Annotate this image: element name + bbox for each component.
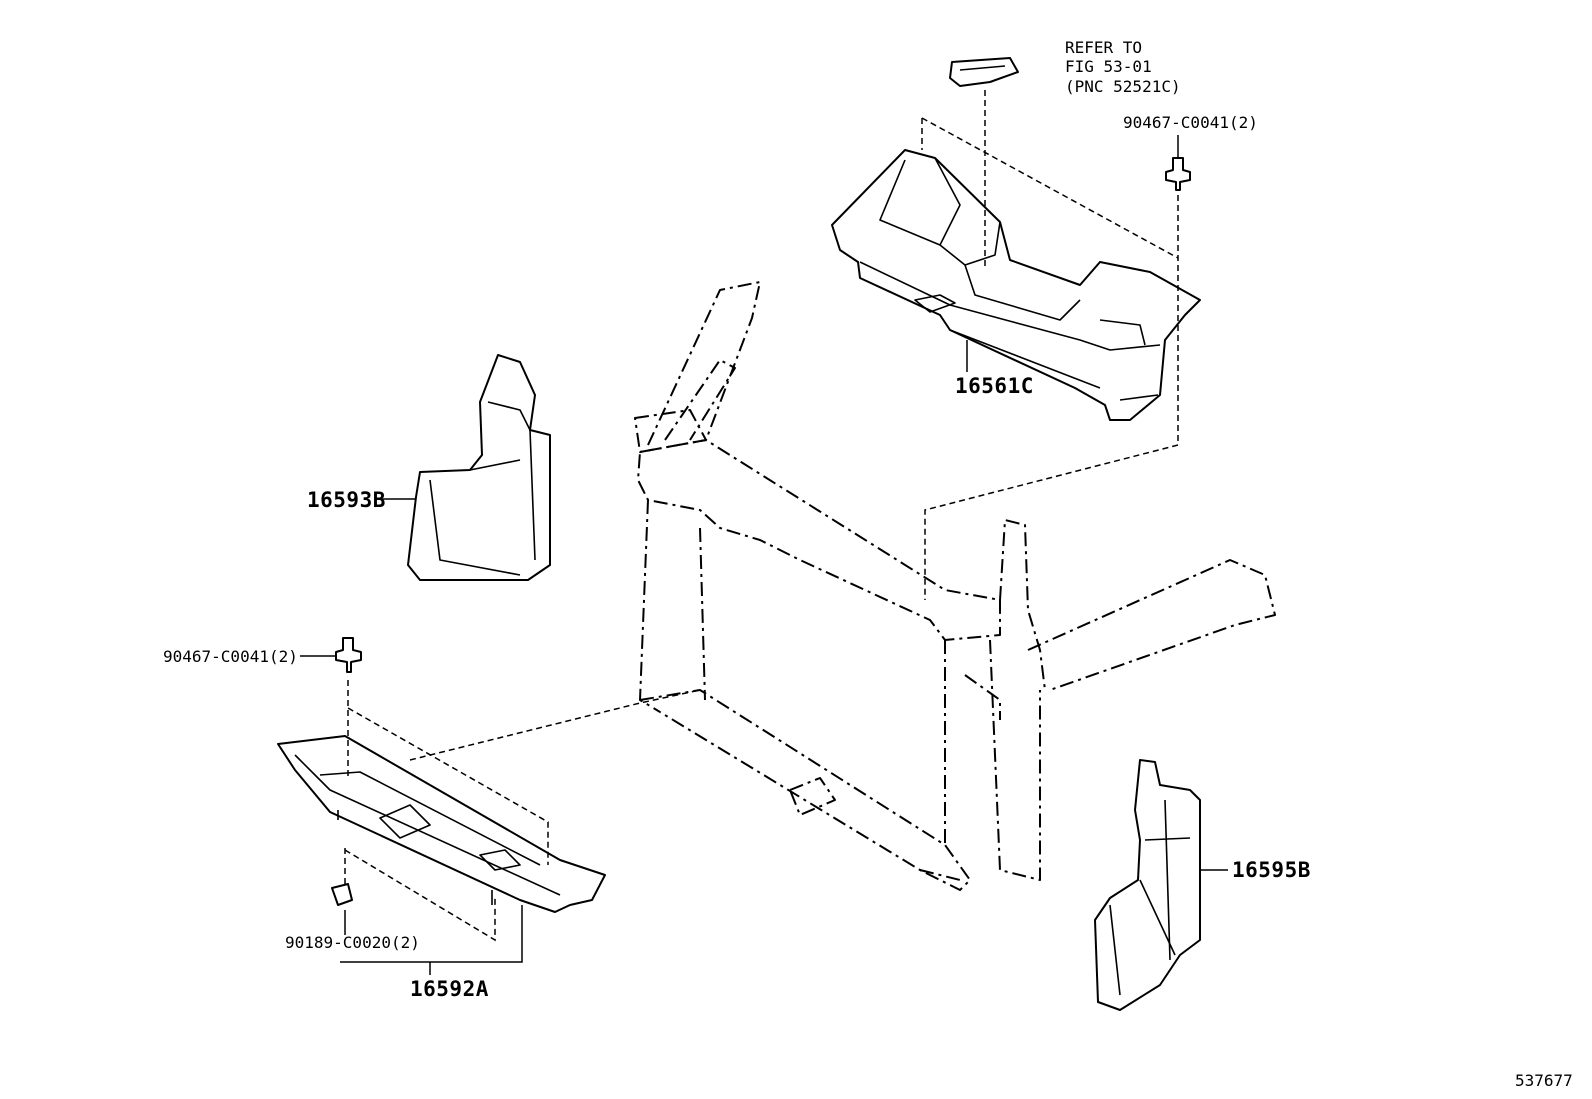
label-16595b: 16595B <box>1232 858 1311 882</box>
label-16561c: 16561C <box>955 374 1034 398</box>
air-guide-bracket <box>949 57 1019 87</box>
clip-bottom <box>331 883 353 906</box>
refer-line-3: (PNC 52521C) <box>1065 77 1181 96</box>
leader-lines <box>300 135 1228 975</box>
radiator-support-phantom <box>634 281 1276 891</box>
side-seal-right <box>1094 759 1201 1011</box>
side-seal-left <box>407 354 551 581</box>
lower-dashed-guides <box>344 680 701 942</box>
refer-line-1: REFER TO <box>1065 38 1142 57</box>
refer-line-2: FIG 53-01 <box>1065 57 1152 76</box>
label-clip-left: 90467-C0041(2) <box>163 647 298 666</box>
clip-left <box>335 637 362 673</box>
upper-dashed-guides <box>921 90 1179 600</box>
figure-number: 537677 <box>1515 1071 1573 1090</box>
callout-labels: REFER TO FIG 53-01 (PNC 52521C) 90467-C0… <box>163 38 1573 1090</box>
label-16593b: 16593B <box>307 488 386 512</box>
label-clip-top: 90467-C0041(2) <box>1123 113 1258 132</box>
upper-radiator-cover <box>831 149 1201 421</box>
label-clip-bottom: 90189-C0020(2) <box>285 933 420 952</box>
label-16592a: 16592A <box>410 977 489 1001</box>
clip-top <box>1165 157 1191 191</box>
lower-radiator-cover <box>277 735 606 913</box>
